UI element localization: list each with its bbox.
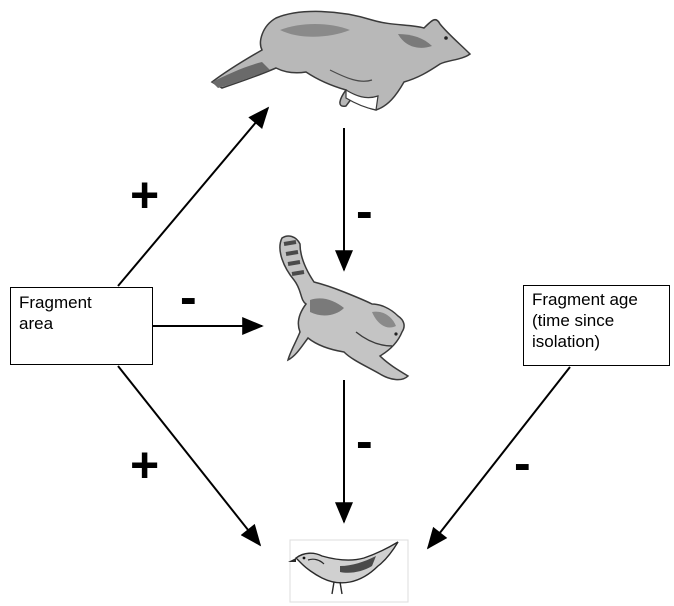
fragment-age-label-line-2: (time since — [532, 310, 661, 331]
sign-age-to-prey: - — [514, 438, 531, 488]
fragment-age-box: Fragment age (time since isolation) — [523, 285, 670, 366]
fragment-area-box: Fragment area — [10, 287, 153, 365]
sign-area-to-predator: + — [130, 170, 159, 220]
sign-area-to-prey: + — [130, 440, 159, 490]
fragment-area-label-line-1: Fragment — [19, 292, 144, 313]
sign-area-to-mesopredator: - — [180, 272, 197, 322]
arrow-age-to-prey — [428, 367, 570, 548]
sign-predator-to-mesopredator: - — [356, 186, 373, 236]
fragment-age-label-line-3: isolation) — [532, 331, 661, 352]
coyote-icon — [212, 11, 470, 110]
fragment-age-label-line-1: Fragment age — [532, 289, 661, 310]
bird-icon — [288, 540, 408, 602]
sign-mesopredator-to-prey: - — [356, 416, 373, 466]
fragment-area-label-line-2: area — [19, 313, 144, 334]
